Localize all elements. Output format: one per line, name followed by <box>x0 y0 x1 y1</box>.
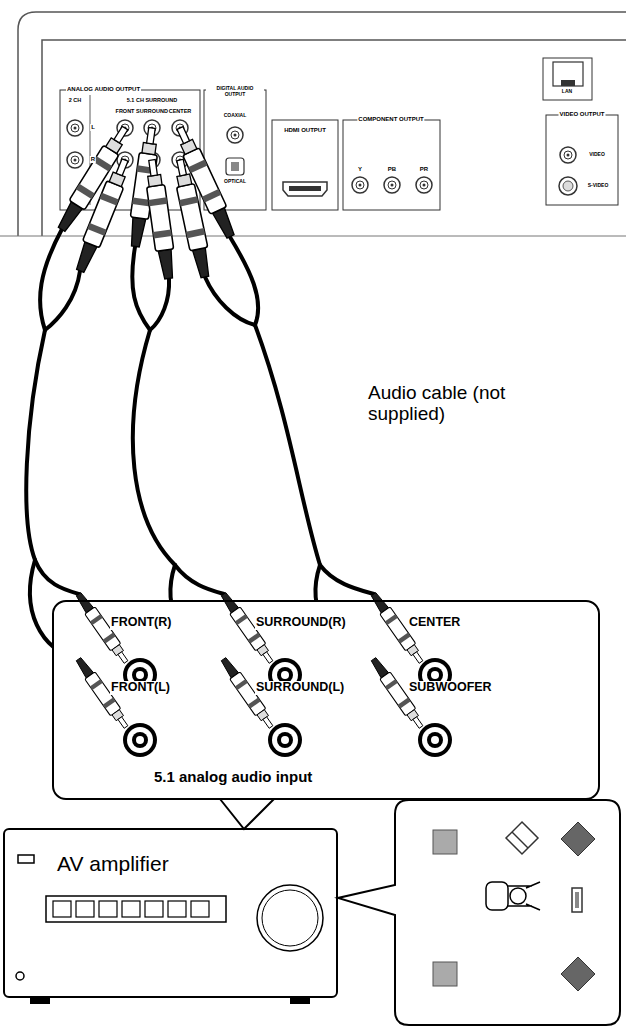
connector-label: PR <box>420 166 428 173</box>
callout-pointer <box>220 799 274 829</box>
input-panel: 5.1 analog audio input <box>52 600 600 800</box>
connector-label: FRONT <box>116 108 135 114</box>
cable-note: Audio cable (not supplied) <box>368 383 568 425</box>
connector-label: FRONT(R) <box>110 616 172 630</box>
connector-label: CENTER <box>408 616 461 630</box>
connector-label: Y <box>358 166 362 173</box>
connector-label: FRONT(L) <box>110 681 171 695</box>
callout-pointer-outline <box>220 799 274 829</box>
connector-label: CENTER <box>169 108 192 114</box>
connector-label: S-VIDEO <box>588 183 609 189</box>
connector-label: 5.1 CH SURROUND <box>127 97 177 103</box>
amplifier-box: AV amplifier <box>3 828 338 998</box>
connector-label: SURROUND(R) <box>255 616 347 630</box>
connector-label: ANALOG AUDIO OUTPUT <box>66 86 141 93</box>
connector-label: SUBWOOFER <box>408 681 493 695</box>
connector-label: VIDEO OUTPUT <box>558 111 605 118</box>
connector-label: PB <box>388 166 396 173</box>
connector-label: L <box>90 124 96 131</box>
connector-label: DIGITAL AUDIO OUTPUT <box>206 86 264 97</box>
connector-label: COAXIAL <box>224 113 247 119</box>
connector-label: R <box>90 156 96 163</box>
connector-label: SURROUND(L) <box>255 681 345 695</box>
connector-label: HDMI OUTPUT <box>283 127 327 134</box>
connector-label: OPTICAL <box>224 179 246 185</box>
connector-label: SURROUND <box>136 108 168 114</box>
node-label: 5.1 analog audio input <box>154 768 312 785</box>
connector-label: COMPONENT OUTPUT <box>357 116 424 123</box>
connector-label: 2 CH <box>69 97 82 103</box>
connector-label: VIDEO <box>589 152 605 158</box>
connector-label: LAN <box>562 89 572 95</box>
node-label: AV amplifier <box>57 852 169 876</box>
